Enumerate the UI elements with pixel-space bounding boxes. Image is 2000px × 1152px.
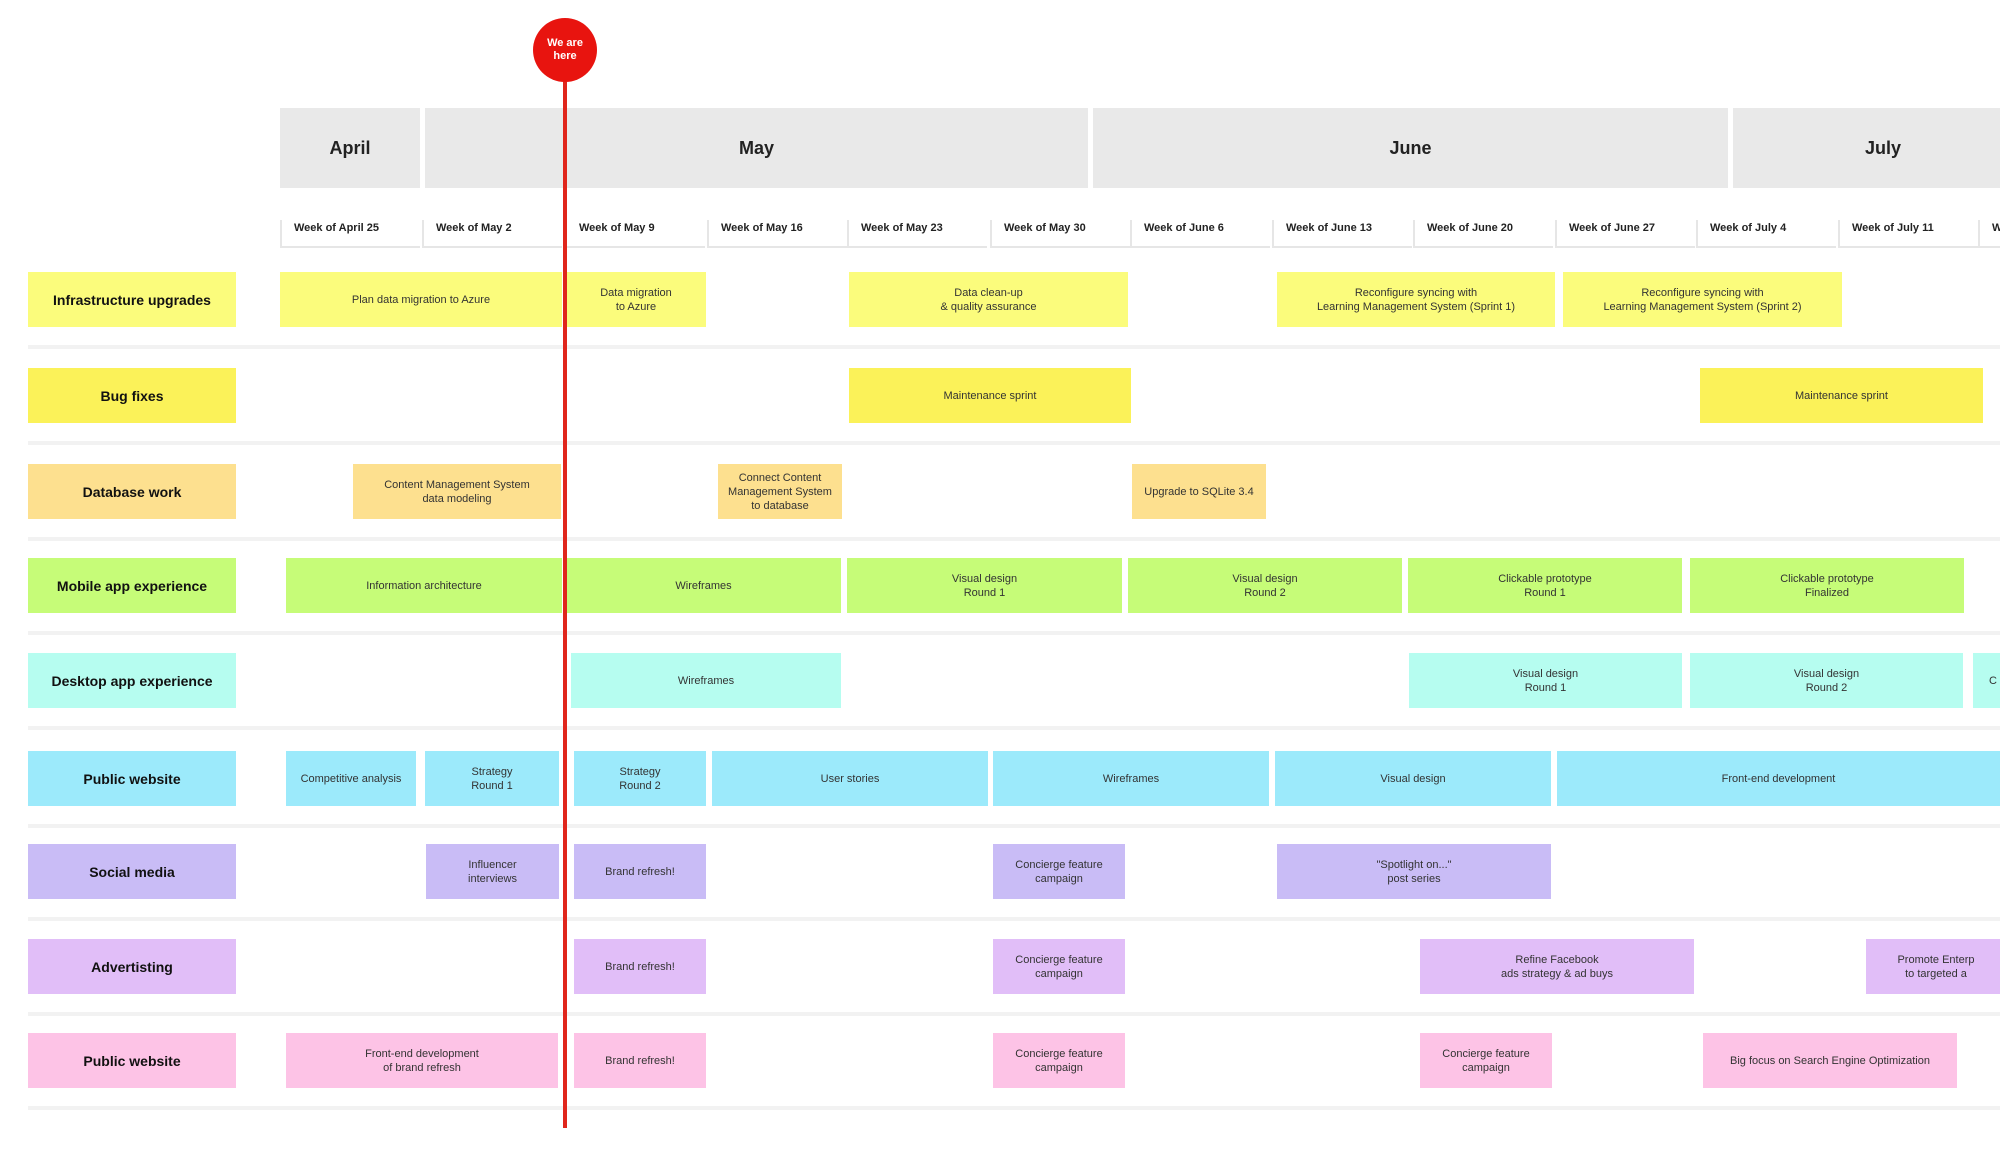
week-column-header: Week of May 2 [422, 210, 562, 248]
task-card[interactable]: Wireframes [571, 653, 841, 708]
task-card[interactable]: Maintenance sprint [1700, 368, 1983, 423]
week-column-header: Week of June 20 [1413, 210, 1553, 248]
task-card[interactable]: Brand refresh! [574, 1033, 706, 1088]
task-card[interactable]: Wireframes [993, 751, 1269, 806]
week-column-header: Week of May 9 [565, 210, 705, 248]
task-card[interactable]: Wireframes [566, 558, 841, 613]
current-date-line [563, 60, 567, 1128]
row-divider [28, 345, 2000, 349]
task-card[interactable]: Clickable prototype Finalized [1690, 558, 1964, 613]
row-divider [28, 917, 2000, 921]
task-card[interactable]: Strategy Round 2 [574, 751, 706, 806]
week-column-header: Week of May 23 [847, 210, 987, 248]
task-card[interactable]: Concierge feature campaign [993, 844, 1125, 899]
task-card[interactable]: Reconfigure syncing with Learning Manage… [1563, 272, 1842, 327]
week-column-header: Week of June 13 [1272, 210, 1412, 248]
task-card[interactable]: Visual design Round 2 [1690, 653, 1963, 708]
row-divider [28, 1012, 2000, 1016]
row-divider [28, 631, 2000, 635]
task-card[interactable]: Content Management System data modeling [353, 464, 561, 519]
month-header-may: May [425, 108, 1088, 188]
row-label: Public website [28, 1033, 236, 1088]
task-card[interactable]: Visual design Round 1 [847, 558, 1122, 613]
row-divider [28, 726, 2000, 730]
task-card[interactable]: Concierge feature campaign [993, 939, 1125, 994]
month-header-april: April [280, 108, 420, 188]
task-card[interactable]: Front-end development of brand refresh [286, 1033, 558, 1088]
task-card[interactable]: Data clean-up & quality assurance [849, 272, 1128, 327]
task-card[interactable]: Influencer interviews [426, 844, 559, 899]
row-label: Mobile app experience [28, 558, 236, 613]
task-card[interactable]: Visual design [1275, 751, 1551, 806]
task-card[interactable]: Strategy Round 1 [425, 751, 559, 806]
task-card[interactable]: Concierge feature campaign [993, 1033, 1125, 1088]
row-label: Public website [28, 751, 236, 806]
week-column-header: Week of May 30 [990, 210, 1130, 248]
row-divider [28, 537, 2000, 541]
row-divider [28, 441, 2000, 445]
week-column-header: Week of July 4 [1696, 210, 1836, 248]
task-card[interactable]: Clickable prototype Round 1 [1408, 558, 1682, 613]
row-label: Bug fixes [28, 368, 236, 423]
task-card[interactable]: Refine Facebook ads strategy & ad buys [1420, 939, 1694, 994]
we-are-here-marker[interactable]: We are here [533, 18, 597, 82]
row-label: Social media [28, 844, 236, 899]
row-label: Advertisting [28, 939, 236, 994]
task-card[interactable]: Competitive analysis [286, 751, 416, 806]
row-label: Database work [28, 464, 236, 519]
row-label: Infrastructure upgrades [28, 272, 236, 327]
task-card[interactable]: User stories [712, 751, 988, 806]
task-card[interactable]: Concierge feature campaign [1420, 1033, 1552, 1088]
week-column-header: W [1978, 210, 2000, 248]
task-card[interactable]: Information architecture [286, 558, 562, 613]
task-card[interactable]: "Spotlight on..." post series [1277, 844, 1551, 899]
row-label: Desktop app experience [28, 653, 236, 708]
week-column-header: Week of July 11 [1838, 210, 1978, 248]
task-card[interactable]: Data migration to Azure [566, 272, 706, 327]
task-card[interactable]: Brand refresh! [574, 939, 706, 994]
week-column-header: Week of May 16 [707, 210, 847, 248]
task-card[interactable]: Brand refresh! [574, 844, 706, 899]
month-header-july: July [1733, 108, 2000, 188]
month-header-june: June [1093, 108, 1728, 188]
task-card[interactable]: Big focus on Search Engine Optimization [1703, 1033, 1957, 1088]
task-card[interactable]: Maintenance sprint [849, 368, 1131, 423]
week-column-header: Week of June 27 [1555, 210, 1695, 248]
week-column-header: Week of April 25 [280, 210, 420, 248]
task-card[interactable]: C [1973, 653, 2000, 708]
task-card[interactable]: Visual design Round 2 [1128, 558, 1402, 613]
task-card[interactable]: Visual design Round 1 [1409, 653, 1682, 708]
task-card[interactable]: Upgrade to SQLite 3.4 [1132, 464, 1266, 519]
task-card[interactable]: Promote Enterp to targeted a [1866, 939, 2000, 994]
task-card[interactable]: Plan data migration to Azure [280, 272, 562, 327]
week-column-header: Week of June 6 [1130, 210, 1270, 248]
task-card[interactable]: Front-end development [1557, 751, 2000, 806]
row-divider [28, 1106, 2000, 1110]
task-card[interactable]: Connect Content Management System to dat… [718, 464, 842, 519]
task-card[interactable]: Reconfigure syncing with Learning Manage… [1277, 272, 1555, 327]
row-divider [28, 824, 2000, 828]
